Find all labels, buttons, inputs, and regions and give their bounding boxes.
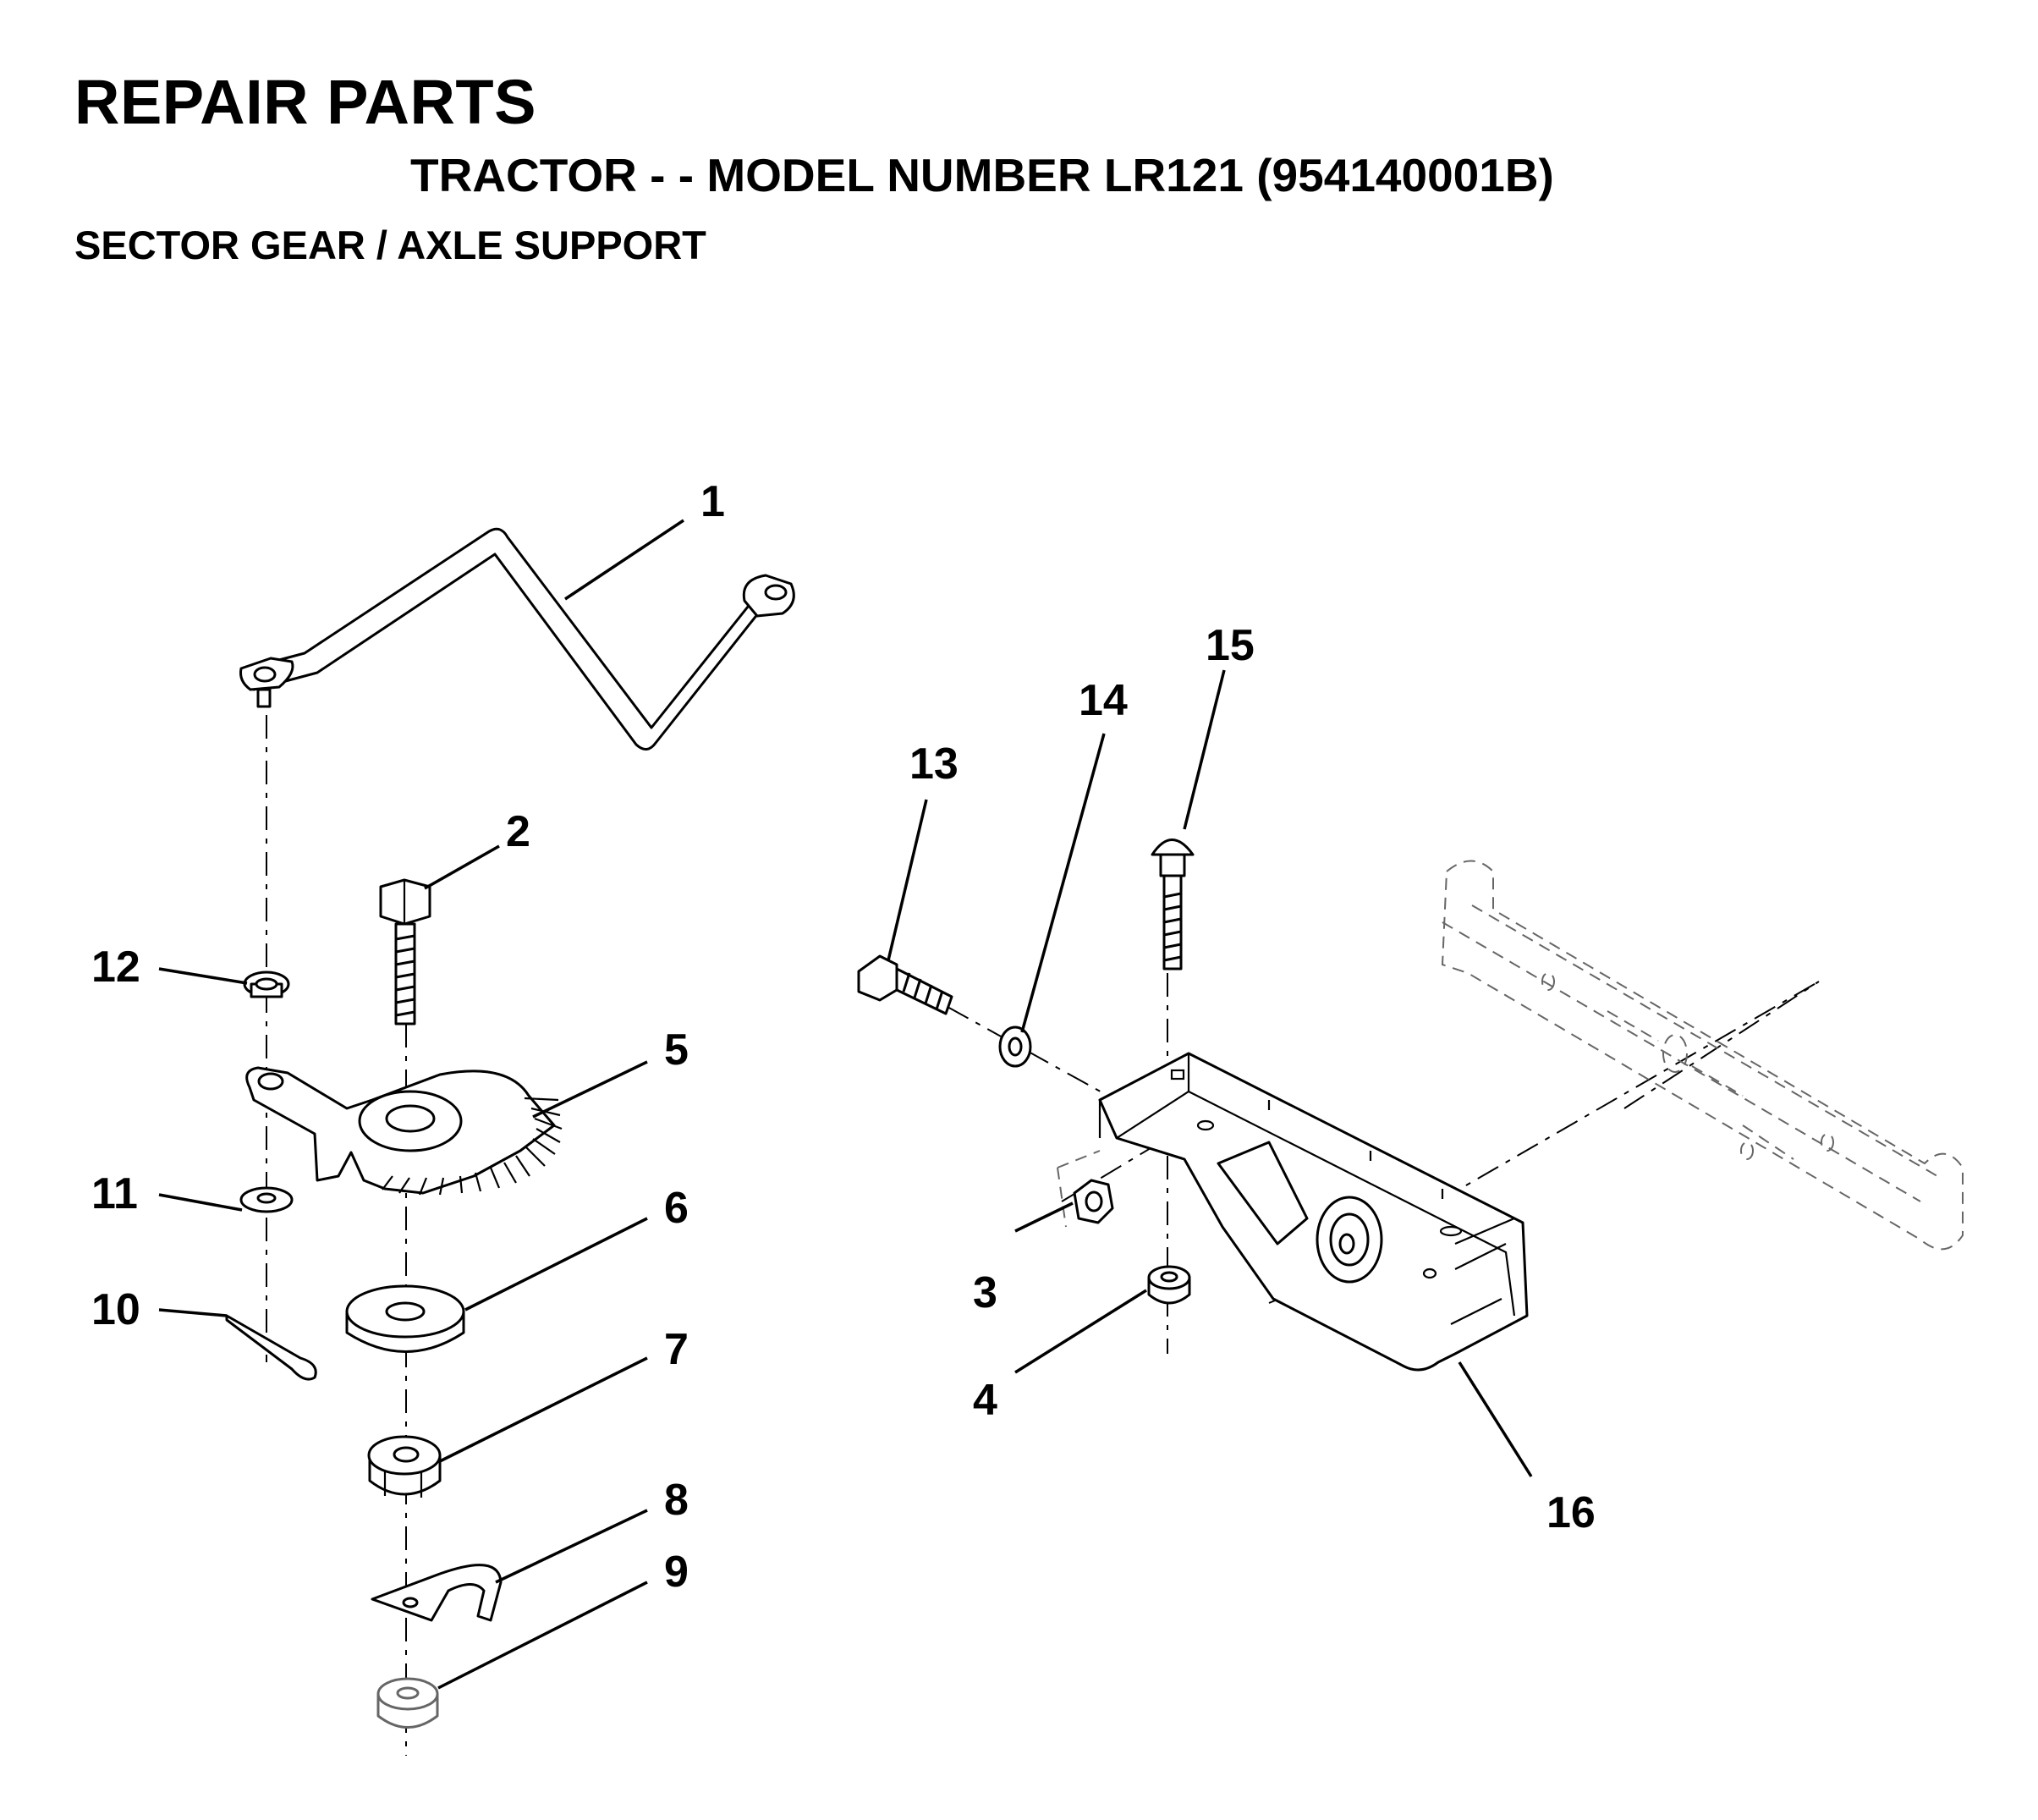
front-axle-phantom	[1057, 860, 1964, 1251]
callout-8: 8	[664, 1476, 689, 1525]
washer-part-11	[239, 1186, 294, 1213]
callout-9: 9	[664, 1548, 689, 1597]
sector-gear-part-5	[245, 1066, 563, 1196]
flange-nut-part-12	[243, 970, 290, 998]
washer-part-14	[998, 1025, 1032, 1068]
callout-16: 16	[1546, 1488, 1596, 1537]
callout-12: 12	[91, 943, 140, 992]
cotter-pin-part-10	[225, 1314, 317, 1381]
callout-7: 7	[664, 1325, 689, 1374]
callout-5: 5	[664, 1025, 689, 1075]
hex-bolt-part-2	[379, 878, 431, 1025]
nut-part-9	[376, 1677, 439, 1729]
callout-labels: 1 2 3 4 5 6 7 8 9 10 11 12 13 14 15 16	[91, 477, 1596, 1597]
callout-13: 13	[909, 740, 959, 789]
callout-10: 10	[91, 1285, 140, 1334]
nut-part-4	[1147, 1265, 1191, 1305]
callout-15: 15	[1206, 621, 1255, 670]
section-title: SECTOR GEAR / AXLE SUPPORT	[74, 223, 706, 267]
callout-3: 3	[973, 1268, 997, 1317]
carriage-bolt-part-15	[1151, 839, 1195, 970]
nut-part-7	[367, 1435, 442, 1498]
callout-leaders	[158, 519, 1533, 1690]
model-number-line: TRACTOR - - MODEL NUMBER LR121 (95414000…	[410, 149, 1554, 201]
nut-part-3	[1073, 1179, 1114, 1224]
callout-2: 2	[506, 807, 530, 856]
axle-support-bracket-part-16	[1098, 1052, 1529, 1372]
callout-1: 1	[700, 477, 725, 526]
callout-11: 11	[91, 1169, 138, 1218]
callout-6: 6	[664, 1184, 689, 1233]
callout-4: 4	[973, 1376, 997, 1425]
clip-part-8	[371, 1564, 503, 1622]
assembly-centerlines	[266, 715, 1820, 1756]
spacer-part-6	[345, 1284, 465, 1353]
callout-14: 14	[1079, 676, 1128, 725]
drag-link-part-1	[239, 527, 795, 751]
page-title: REPAIR PARTS	[74, 67, 536, 137]
hex-bolt-part-13	[857, 954, 953, 1015]
